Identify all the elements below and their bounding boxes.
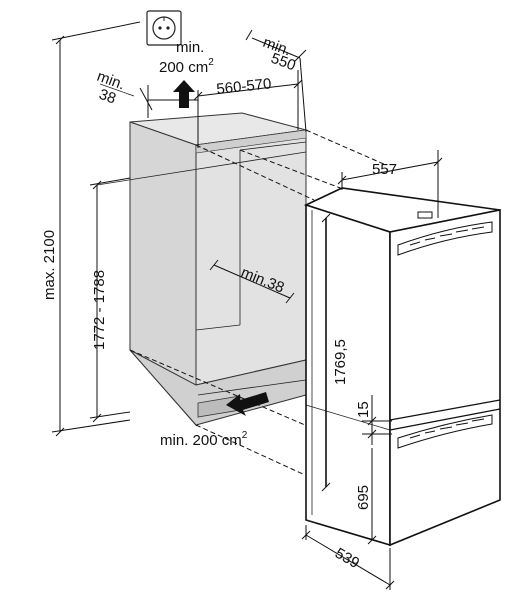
gap-label: 15 [355, 401, 372, 418]
niche-depth-dimension [245, 29, 307, 133]
gap-dimension [362, 395, 392, 445]
appliance-width-label: 557 [372, 161, 397, 178]
appliance-depth-dimension [301, 525, 395, 590]
niche-depth-label-2: 550 [269, 50, 298, 75]
max-height-dimension [51, 21, 141, 437]
appliance-fridge [303, 187, 501, 547]
niche-width-label: 560-570 [216, 75, 273, 98]
vent-top-label-2: 200 cm2 [159, 57, 214, 76]
freezer-height-label: 695 [355, 485, 372, 510]
vent-top-value: 200 cm [159, 59, 208, 76]
inner-min-dimension [209, 259, 295, 304]
vent-bottom-sup: 2 [242, 430, 248, 441]
min-left-gap-label-2: 38 [97, 86, 118, 108]
airflow-up-arrow [173, 80, 195, 108]
appliance-height-label: 1769,5 [332, 339, 349, 385]
min-left-gap-dimension [139, 85, 199, 148]
max-height-label: max. 2100 [41, 230, 58, 300]
appliance-width-dimension [337, 150, 443, 218]
freezer-height-dimension [367, 448, 377, 545]
appliance-depth-label: 539 [332, 545, 362, 572]
vent-top-sup: 2 [208, 57, 214, 68]
appliance-height-dimension [321, 213, 331, 492]
niche-height-label: 1772 - 1788 [91, 270, 108, 350]
power-socket-icon [146, 10, 182, 46]
vent-bottom-label: min. 200 cm2 [160, 430, 248, 449]
niche-width-dimension [193, 70, 303, 130]
vent-top-label-1: min. [176, 39, 204, 56]
niche-cabinet [129, 112, 307, 427]
airflow-in-arrow [226, 392, 269, 416]
vent-bottom-value: min. 200 cm [160, 432, 242, 449]
niche-height-dimension [89, 151, 307, 423]
